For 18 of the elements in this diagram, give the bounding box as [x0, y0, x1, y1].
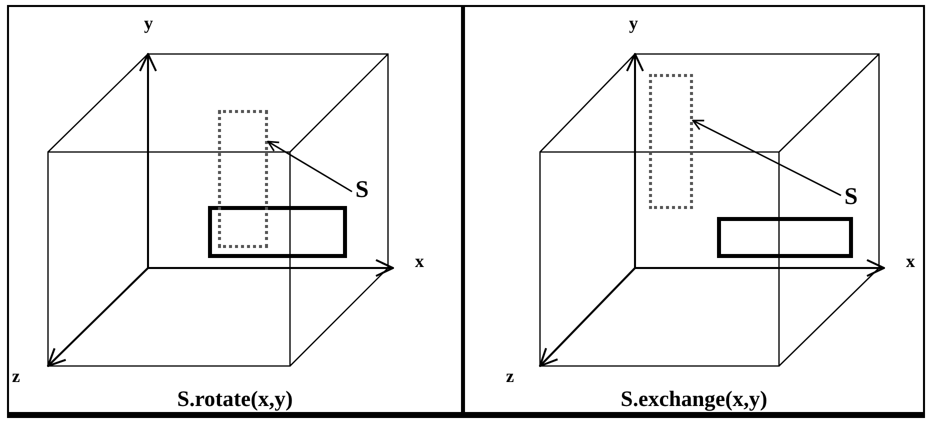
- axis-label: z: [506, 367, 514, 385]
- axis-label: y: [144, 14, 153, 32]
- rectangle: [717, 217, 853, 258]
- diagram-panel: [463, 5, 925, 418]
- arrow: [267, 140, 352, 192]
- rectangle: [208, 206, 347, 258]
- panel-title: S.rotate(x,y): [177, 384, 293, 412]
- arrow: [692, 120, 842, 196]
- rotated-rectangle: [218, 110, 268, 248]
- shape-label: S: [352, 176, 372, 204]
- axis-label: z: [12, 367, 20, 385]
- axis-label: x: [906, 252, 915, 270]
- axis-label: x: [415, 252, 424, 270]
- diagram-panel: [7, 5, 463, 418]
- rotated-rectangle: [649, 74, 693, 209]
- axis-label: y: [629, 14, 638, 32]
- panel-title: S.exchange(x,y): [620, 384, 768, 412]
- shape-label: S: [841, 183, 861, 211]
